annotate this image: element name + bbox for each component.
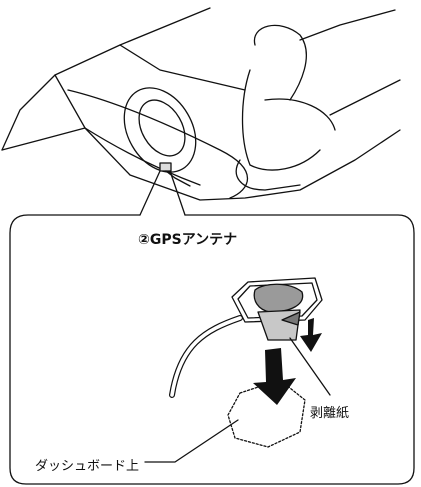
callout-right <box>169 170 186 216</box>
seat-back <box>253 24 307 101</box>
diagram-title: ②GPSアンテナ <box>138 232 238 248</box>
callout-box <box>9 214 415 485</box>
peel-leader <box>289 337 331 396</box>
dash-lower <box>84 127 201 186</box>
steering-wheel <box>123 87 197 173</box>
down-arrow-small <box>300 318 322 352</box>
dashboard-label: ダッシュボード上 <box>35 459 140 474</box>
antenna-cable <box>169 315 243 398</box>
seat-cushion <box>264 98 336 131</box>
windshield-frame <box>54 74 401 201</box>
car-pillar <box>119 44 246 91</box>
dash-leader <box>144 419 239 463</box>
car-hood-line <box>1 127 86 151</box>
down-arrow-large <box>253 348 296 405</box>
callout-left <box>139 170 161 216</box>
antenna-on-dash <box>159 162 172 172</box>
dashboard-curve <box>67 89 249 199</box>
car-roof-line <box>1 7 211 151</box>
release-paper-label: 剥離紙 <box>310 406 350 421</box>
antenna-top <box>253 283 304 313</box>
